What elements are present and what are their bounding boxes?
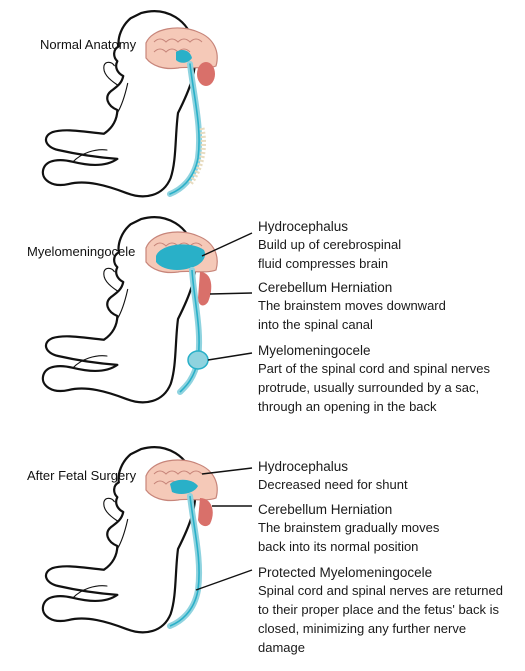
note-text: Spinal cord and spinal nerves are return… <box>258 583 503 655</box>
panel-title: After Fetal Surgery <box>27 468 137 483</box>
note-text: The brainstem moves downward into the sp… <box>258 298 446 332</box>
note-hydrocephalus: Hydrocephalus Decreased need for shunt <box>258 458 520 494</box>
note-title: Hydrocephalus <box>258 219 349 234</box>
hydrocephalus-ventricle <box>156 244 206 270</box>
note-title: Protected Myelomeningocele <box>258 565 433 580</box>
panel-title: Normal Anatomy <box>40 37 137 52</box>
spinal-cord <box>167 493 203 629</box>
fetus-illustration-after-surgery <box>41 446 253 634</box>
note-cerebellum-herniation: Cerebellum Herniation The brainstem grad… <box>258 501 520 556</box>
note-text: Build up of cerebrospinal fluid compress… <box>258 237 402 271</box>
brain-shape <box>145 27 218 70</box>
fetus-illustration-normal <box>41 10 218 198</box>
note-title: Cerebellum Herniation <box>258 502 393 517</box>
note-text: Decreased need for shunt <box>258 477 408 492</box>
cerebellum-shape <box>197 62 215 86</box>
note-text: The brainstem gradually moves back into … <box>258 520 440 554</box>
note-title: Cerebellum Herniation <box>258 280 393 295</box>
panel-after-fetal-surgery: After Fetal Surgery Hydrocephalus Decrea… <box>0 440 525 671</box>
note-protected-myelomeningocele: Protected Myelomeningocele Spinal cord a… <box>258 564 520 657</box>
panel-myelomeningocele: Myelomeningocele Hydrocephalus Build up … <box>0 206 525 421</box>
hydrocephalus-ventricle <box>170 479 198 494</box>
note-title: Hydrocephalus <box>258 459 349 474</box>
fetus-illustration-myelomeningocele <box>41 216 253 404</box>
note-hydrocephalus: Hydrocephalus Build up of cerebrospinal … <box>258 218 520 273</box>
spinal-cord <box>177 267 203 395</box>
cerebellum-shape <box>198 498 213 527</box>
panel-title: Myelomeningocele <box>27 244 136 259</box>
myelomeningocele-sac <box>187 350 209 370</box>
panel-normal-anatomy: Normal Anatomy <box>0 0 525 200</box>
cerebellum-herniation <box>198 272 212 306</box>
note-text: Part of the spinal cord and spinal nerve… <box>258 361 490 414</box>
note-title: Myelomeningocele <box>258 343 371 358</box>
note-cerebellum-herniation: Cerebellum Herniation The brainstem move… <box>258 279 520 334</box>
note-myelomeningocele: Myelomeningocele Part of the spinal cord… <box>258 342 520 416</box>
